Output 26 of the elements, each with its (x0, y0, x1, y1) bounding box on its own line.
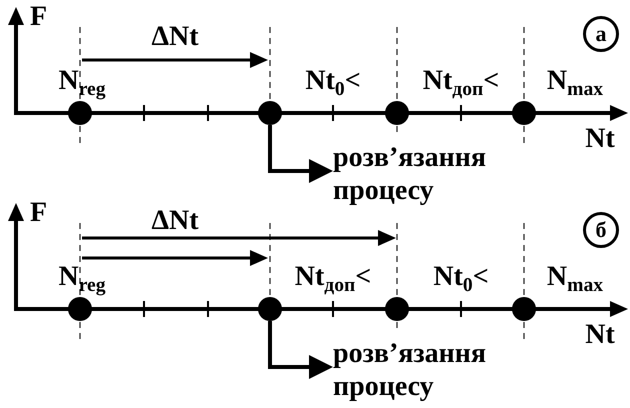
point-marker (258, 297, 282, 321)
point-marker (68, 101, 92, 125)
point-marker (512, 101, 536, 125)
axis-label: Nt$_{0}$< (305, 66, 361, 96)
note-text: розв’язання процесу (333, 141, 523, 207)
axis-label: Nt$_{доп}$< (294, 262, 372, 292)
axis-label: ΔNt (151, 206, 199, 236)
axis-label: Nt (585, 320, 615, 350)
axis-label: N$_{max}$ (546, 66, 604, 96)
axis-label: Nt (585, 124, 615, 154)
point-marker (512, 297, 536, 321)
axis-label: F (30, 198, 48, 228)
point-marker (68, 297, 92, 321)
axis-label: N$_{max}$ (546, 262, 604, 292)
point-marker (385, 101, 409, 125)
point-marker (385, 297, 409, 321)
panel-badge: а (583, 16, 619, 52)
arrow (268, 321, 333, 379)
axis-label: Nt$_{доп}$< (422, 66, 500, 96)
panel-badge: б (583, 212, 619, 248)
note-text: розв’язання процесу (333, 337, 523, 403)
arrow (268, 125, 333, 183)
axis-label: Nt$_{0}$< (433, 262, 489, 292)
point-marker (258, 101, 282, 125)
axis-label: ΔNt (151, 22, 199, 52)
axis-label: F (30, 2, 48, 32)
